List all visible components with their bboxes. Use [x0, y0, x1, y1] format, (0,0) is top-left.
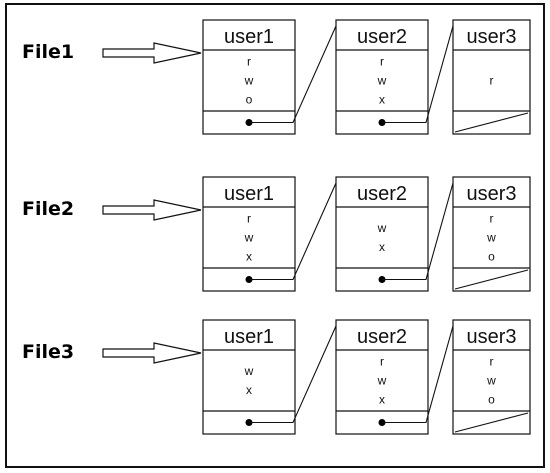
acl-node-box: [452, 176, 531, 292]
permission-letter: w: [377, 221, 387, 235]
file-label: File3: [22, 341, 74, 363]
permission-letter: r: [490, 212, 494, 226]
permission-letter: w: [377, 374, 387, 388]
user-name: user1: [224, 26, 274, 48]
user-name: user2: [357, 26, 407, 48]
acl-node-box: [202, 176, 296, 292]
user-name: user2: [357, 326, 407, 348]
acl-node-box: [202, 19, 296, 135]
permission-letter: r: [247, 212, 251, 226]
acl-node: user2 wx: [335, 176, 454, 292]
permission-letter: o: [246, 93, 253, 107]
permission-letter: x: [246, 383, 252, 397]
permission-letter: w: [486, 374, 496, 388]
null-pointer-mark: [454, 112, 529, 133]
permission-letter: o: [488, 393, 495, 407]
permission-letter: r: [380, 355, 384, 369]
user-name: user3: [466, 183, 516, 205]
file-pointer-arrow: [102, 199, 202, 221]
acl-node-box: [452, 319, 531, 435]
permission-letter: o: [488, 250, 495, 264]
outer-frame: [5, 3, 545, 468]
permission-letter: r: [247, 55, 251, 69]
permission-letter: r: [490, 74, 494, 88]
file-label: File1: [22, 41, 74, 63]
file-label: File2: [22, 198, 74, 220]
permission-letter: x: [379, 393, 385, 407]
acl-node-box: [335, 319, 429, 435]
permission-letter: w: [244, 364, 254, 378]
acl-node-box: [335, 176, 429, 292]
permission-letter: r: [380, 55, 384, 69]
next-pointer-link: [382, 25, 454, 124]
user-name: user3: [466, 326, 516, 348]
next-pointer-link: [382, 325, 454, 424]
next-pointer-link: [249, 325, 337, 424]
acl-node: user3 rwo: [452, 176, 531, 292]
acl-node-box: [452, 19, 531, 135]
acl-node: user3 rwo: [452, 319, 531, 435]
permission-letter: w: [244, 74, 254, 88]
permission-letter: x: [379, 240, 385, 254]
file-pointer-arrow: [102, 42, 202, 64]
null-pointer-mark: [454, 412, 529, 433]
acl-node: user3 r: [452, 19, 531, 135]
permission-letter: x: [246, 250, 252, 264]
next-pointer-link: [382, 182, 454, 281]
acl-node-box: [202, 319, 296, 435]
file-pointer-arrow: [102, 342, 202, 364]
permission-letter: w: [486, 231, 496, 245]
acl-node: user1 rwo: [202, 19, 337, 135]
permission-letter: w: [244, 231, 254, 245]
user-name: user1: [224, 326, 274, 348]
acl-node: user1 rwx: [202, 176, 337, 292]
permission-letter: x: [379, 93, 385, 107]
user-name: user3: [466, 26, 516, 48]
acl-node: user2 rwx: [335, 319, 454, 435]
acl-node: user1 wx: [202, 319, 337, 435]
user-name: user1: [224, 183, 274, 205]
user-name: user2: [357, 183, 407, 205]
acl-node-box: [335, 19, 429, 135]
acl-node: user2 rwx: [335, 19, 454, 135]
next-pointer-link: [249, 25, 337, 124]
null-pointer-mark: [454, 269, 529, 290]
next-pointer-link: [249, 182, 337, 281]
permission-letter: r: [490, 355, 494, 369]
permission-letter: w: [377, 74, 387, 88]
